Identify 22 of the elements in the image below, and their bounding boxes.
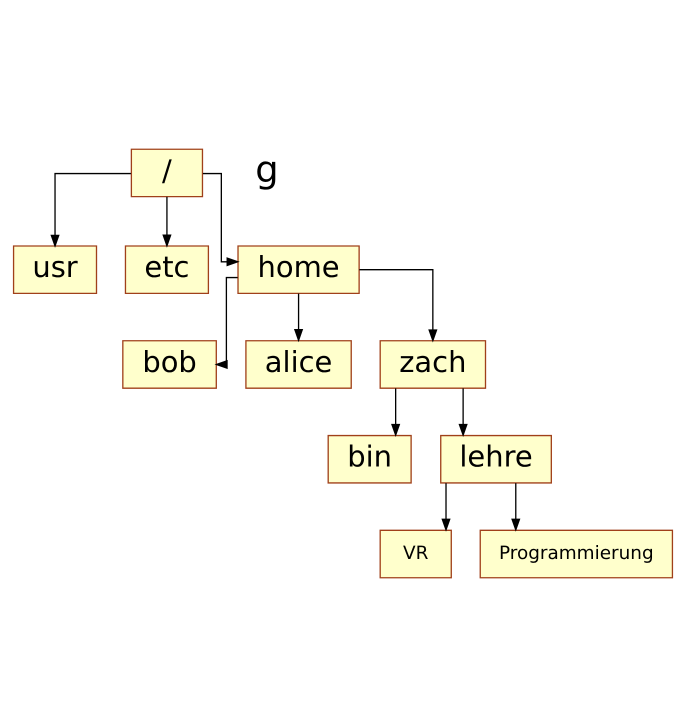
node-box: / xyxy=(130,148,204,198)
node-box: VR xyxy=(380,530,452,578)
arrow xyxy=(202,172,240,266)
node-box: bin xyxy=(328,434,412,484)
node-box: Programmierung xyxy=(480,530,674,578)
arrow xyxy=(294,294,304,342)
arrow xyxy=(162,196,172,248)
node-box: alice xyxy=(245,340,352,389)
node-box: etc xyxy=(124,245,210,294)
label: g xyxy=(255,148,279,192)
arrow xyxy=(391,388,400,437)
node-box: bob xyxy=(122,340,217,389)
arrow xyxy=(50,172,131,248)
node-box: zach xyxy=(380,340,486,389)
arrow xyxy=(214,276,238,370)
arrow xyxy=(458,388,468,437)
node-box: lehre xyxy=(440,434,552,484)
arrow xyxy=(441,483,451,532)
arrow xyxy=(511,483,520,532)
arrow xyxy=(359,269,438,343)
node-box: usr xyxy=(12,245,98,294)
node-box: home xyxy=(237,245,360,294)
